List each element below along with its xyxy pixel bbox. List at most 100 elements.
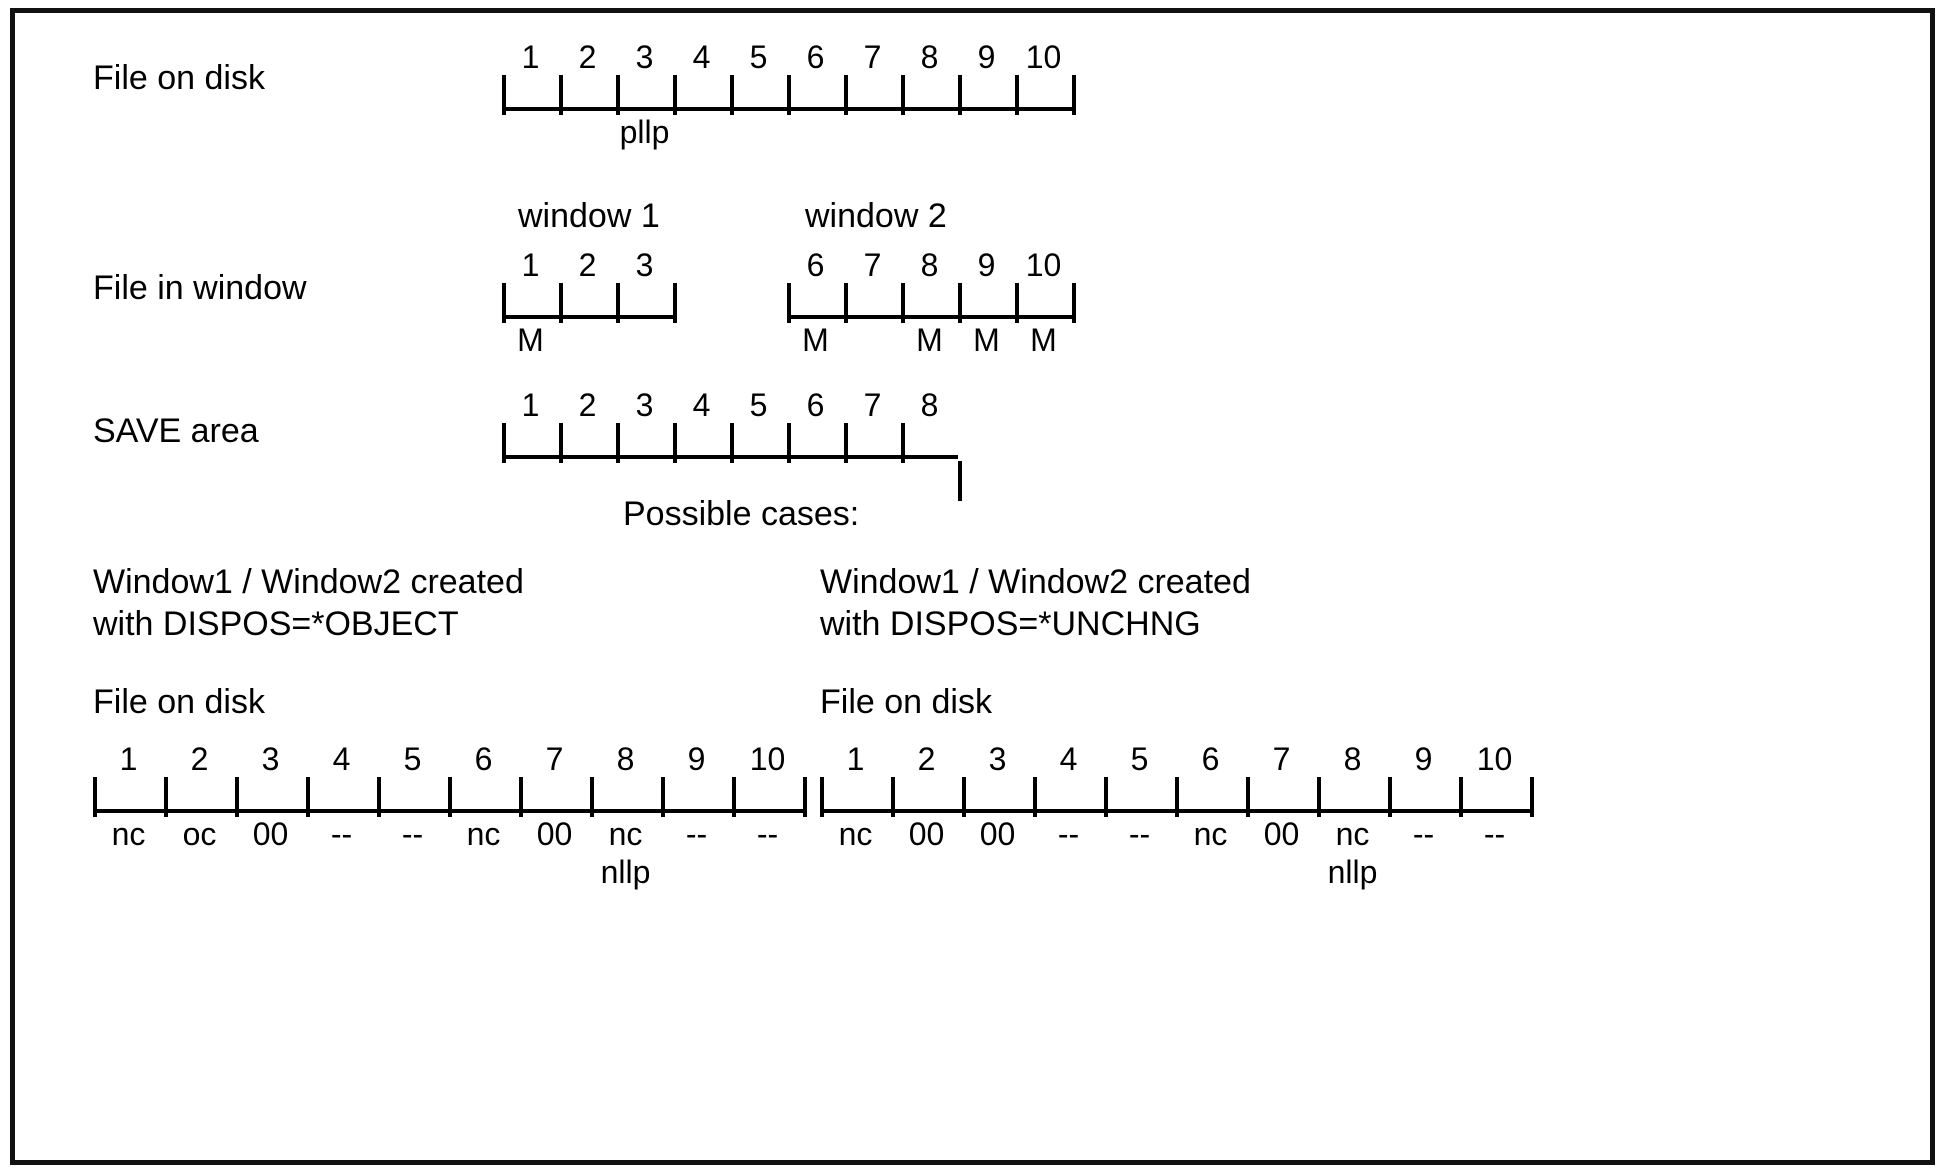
- strip-end-pipe: [1072, 283, 1076, 323]
- block-number: 6: [806, 39, 825, 75]
- block-number: 4: [692, 387, 711, 423]
- strip-end-pipe: [673, 283, 677, 323]
- block-state-label: M: [916, 322, 943, 358]
- block-outline: [787, 283, 844, 323]
- block-state-label: nc: [1335, 816, 1370, 852]
- block-cell: 9: [958, 41, 1015, 153]
- block-cell: 4--: [1033, 743, 1104, 889]
- block-cell: 3: [616, 389, 673, 501]
- block-state-label: --: [1412, 816, 1435, 852]
- block-state-label: pllp: [619, 114, 670, 150]
- block-cell: 10: [1015, 41, 1072, 153]
- block-cell: 3: [616, 249, 673, 361]
- block-outline: [901, 75, 958, 115]
- block-cell: 4: [673, 41, 730, 153]
- block-number: 9: [977, 247, 996, 283]
- block-outline: [559, 283, 616, 323]
- block-state-label: --: [685, 816, 708, 852]
- block-state-label: 00: [908, 816, 945, 852]
- block-number: 5: [403, 741, 422, 777]
- block-cell: 2: [559, 249, 616, 361]
- block-outline: [590, 777, 661, 817]
- block-number: 8: [920, 387, 939, 423]
- block-number: 10: [1476, 741, 1513, 777]
- block-number: 2: [578, 387, 597, 423]
- block-outline: [1459, 777, 1530, 817]
- block-number: 8: [920, 247, 939, 283]
- right-case-subheading-file-on-disk: File on disk: [820, 683, 992, 721]
- strip-end-pipe: [803, 777, 807, 817]
- block-number: 7: [863, 247, 882, 283]
- block-outline: [901, 423, 958, 463]
- block-number: 3: [635, 247, 654, 283]
- block-outline: [448, 777, 519, 817]
- strip-end-pipe: [958, 461, 962, 501]
- block-number: 9: [1414, 741, 1433, 777]
- block-outline: [787, 423, 844, 463]
- strip-end-pipe: [1530, 777, 1534, 817]
- block-state-label: nc: [838, 816, 873, 852]
- block-number: 2: [578, 247, 597, 283]
- right-case-heading-line2: with DISPOS=*UNCHNG: [820, 605, 1201, 643]
- block-outline: [661, 777, 732, 817]
- block-number: 10: [1025, 247, 1062, 283]
- block-outline: [559, 423, 616, 463]
- block-number: 3: [635, 387, 654, 423]
- left-case-subheading-file-on-disk: File on disk: [93, 683, 265, 721]
- block-state-label: --: [401, 816, 424, 852]
- block-outline: [1175, 777, 1246, 817]
- block-number: 1: [521, 247, 540, 283]
- block-state-label: --: [1128, 816, 1151, 852]
- block-outline: [958, 283, 1015, 323]
- block-cell: 7: [844, 249, 901, 361]
- block-cell: 6: [787, 389, 844, 501]
- block-state-label: oc: [182, 816, 217, 852]
- block-pointer-label: nllp: [1327, 854, 1378, 890]
- block-number: 4: [332, 741, 351, 777]
- block-number: 5: [749, 387, 768, 423]
- block-outline: [1104, 777, 1175, 817]
- block-cell: 8: [901, 41, 958, 153]
- block-number: 6: [806, 247, 825, 283]
- block-outline: [502, 75, 559, 115]
- block-state-label: nc: [608, 816, 643, 852]
- block-number: 3: [988, 741, 1007, 777]
- block-outline: [235, 777, 306, 817]
- block-number: 9: [687, 741, 706, 777]
- block-cell: 10--: [1459, 743, 1530, 889]
- block-cell: 2: [559, 41, 616, 153]
- block-outline: [901, 283, 958, 323]
- block-number: 6: [806, 387, 825, 423]
- block-outline: [559, 75, 616, 115]
- left-case-heading-line1: Window1 / Window2 created: [93, 563, 524, 601]
- block-state-label: --: [756, 816, 779, 852]
- row-label-file-on-disk: File on disk: [93, 59, 265, 97]
- block-state-label: --: [330, 816, 353, 852]
- block-outline: [844, 423, 901, 463]
- block-number: 3: [261, 741, 280, 777]
- left-case-heading-line2: with DISPOS=*OBJECT: [93, 605, 459, 643]
- block-outline: [1015, 283, 1072, 323]
- window1-header: window 1: [518, 197, 660, 235]
- block-outline: [1317, 777, 1388, 817]
